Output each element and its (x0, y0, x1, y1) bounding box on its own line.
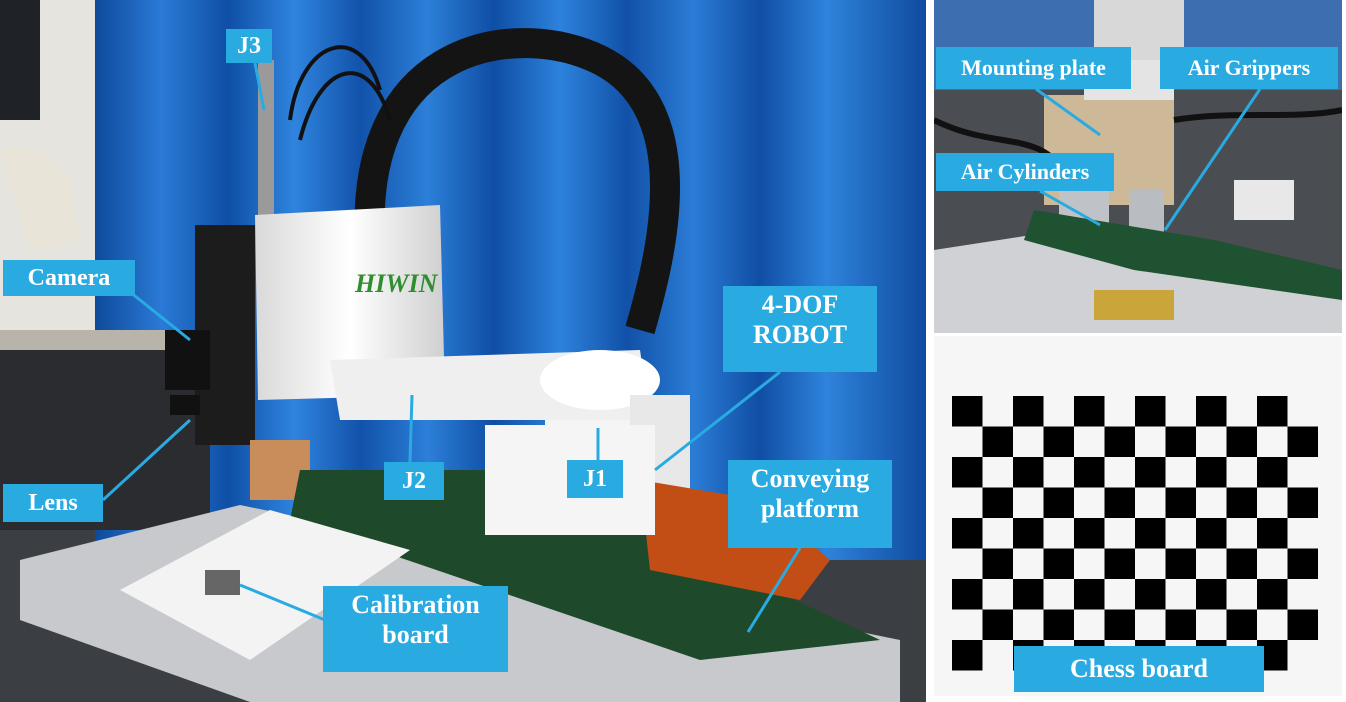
chess-square (1165, 609, 1196, 640)
chess-square (952, 518, 983, 549)
label-air-grippers: Air Grippers (1160, 47, 1338, 89)
chess-square (1226, 426, 1257, 457)
chess-square (982, 426, 1013, 457)
label-lens: Lens (3, 484, 103, 522)
chess-square (1074, 518, 1105, 549)
chess-square (1043, 548, 1074, 579)
chess-square (1013, 518, 1044, 549)
chess-square (1104, 487, 1135, 518)
chess-square (1287, 487, 1318, 518)
chess-square (1287, 548, 1318, 579)
chess-square (1043, 487, 1074, 518)
label-air-cylinders: Air Cylinders (936, 153, 1114, 191)
chess-square (1196, 518, 1227, 549)
label-4dof-robot: 4-DOF ROBOT (723, 286, 877, 372)
chess-square (1104, 426, 1135, 457)
chess-square (1135, 579, 1166, 610)
label-4dof-robot-line2: ROBOT (753, 319, 847, 349)
chess-square (1165, 548, 1196, 579)
label-camera: Camera (3, 260, 135, 296)
label-conveying-line2: platform (760, 493, 860, 523)
label-calibration-line2: board (382, 619, 449, 649)
chess-square (952, 457, 983, 488)
chess-square (1104, 548, 1135, 579)
chess-board-panel (934, 336, 1342, 696)
chess-square (1226, 487, 1257, 518)
label-j1: J1 (567, 460, 623, 498)
chess-square (1135, 457, 1166, 488)
chess-square (1074, 396, 1105, 427)
chess-square (1226, 609, 1257, 640)
chess-square (1257, 396, 1288, 427)
chess-square (1196, 457, 1227, 488)
chess-square (952, 579, 983, 610)
label-chess-board: Chess board (1014, 646, 1264, 692)
chess-square (1074, 579, 1105, 610)
chess-board-pattern (952, 396, 1318, 671)
label-mounting-plate: Mounting plate (936, 47, 1131, 89)
chess-square (1043, 426, 1074, 457)
chess-square (1287, 426, 1318, 457)
chess-square (1074, 457, 1105, 488)
chess-square (952, 396, 983, 427)
chess-square (1287, 609, 1318, 640)
chess-square (982, 487, 1013, 518)
chess-square (952, 640, 983, 671)
chess-square (1135, 396, 1166, 427)
label-calibration-board: Calibration board (323, 586, 508, 672)
chess-square (1257, 457, 1288, 488)
hiwin-logo-text: HIWIN (354, 269, 439, 298)
chess-square (1013, 579, 1044, 610)
chess-square (1196, 579, 1227, 610)
chess-square (982, 548, 1013, 579)
chess-square (1196, 396, 1227, 427)
chess-square (1226, 548, 1257, 579)
label-j3: J3 (226, 29, 272, 63)
chess-square (1104, 609, 1135, 640)
chess-square (1165, 426, 1196, 457)
chess-square (1165, 487, 1196, 518)
chess-square (1013, 457, 1044, 488)
label-conveying-line1: Conveying (750, 464, 870, 493)
chess-square (1043, 609, 1074, 640)
label-j2: J2 (384, 462, 444, 500)
chess-square (1135, 518, 1166, 549)
chess-square (1257, 518, 1288, 549)
label-4dof-robot-line1: 4-DOF (761, 290, 839, 319)
label-conveying-platform: Conveying platform (728, 460, 892, 548)
chess-square (1013, 396, 1044, 427)
chess-square (982, 609, 1013, 640)
chess-square (1257, 579, 1288, 610)
label-calibration-line1: Calibration (351, 590, 480, 619)
